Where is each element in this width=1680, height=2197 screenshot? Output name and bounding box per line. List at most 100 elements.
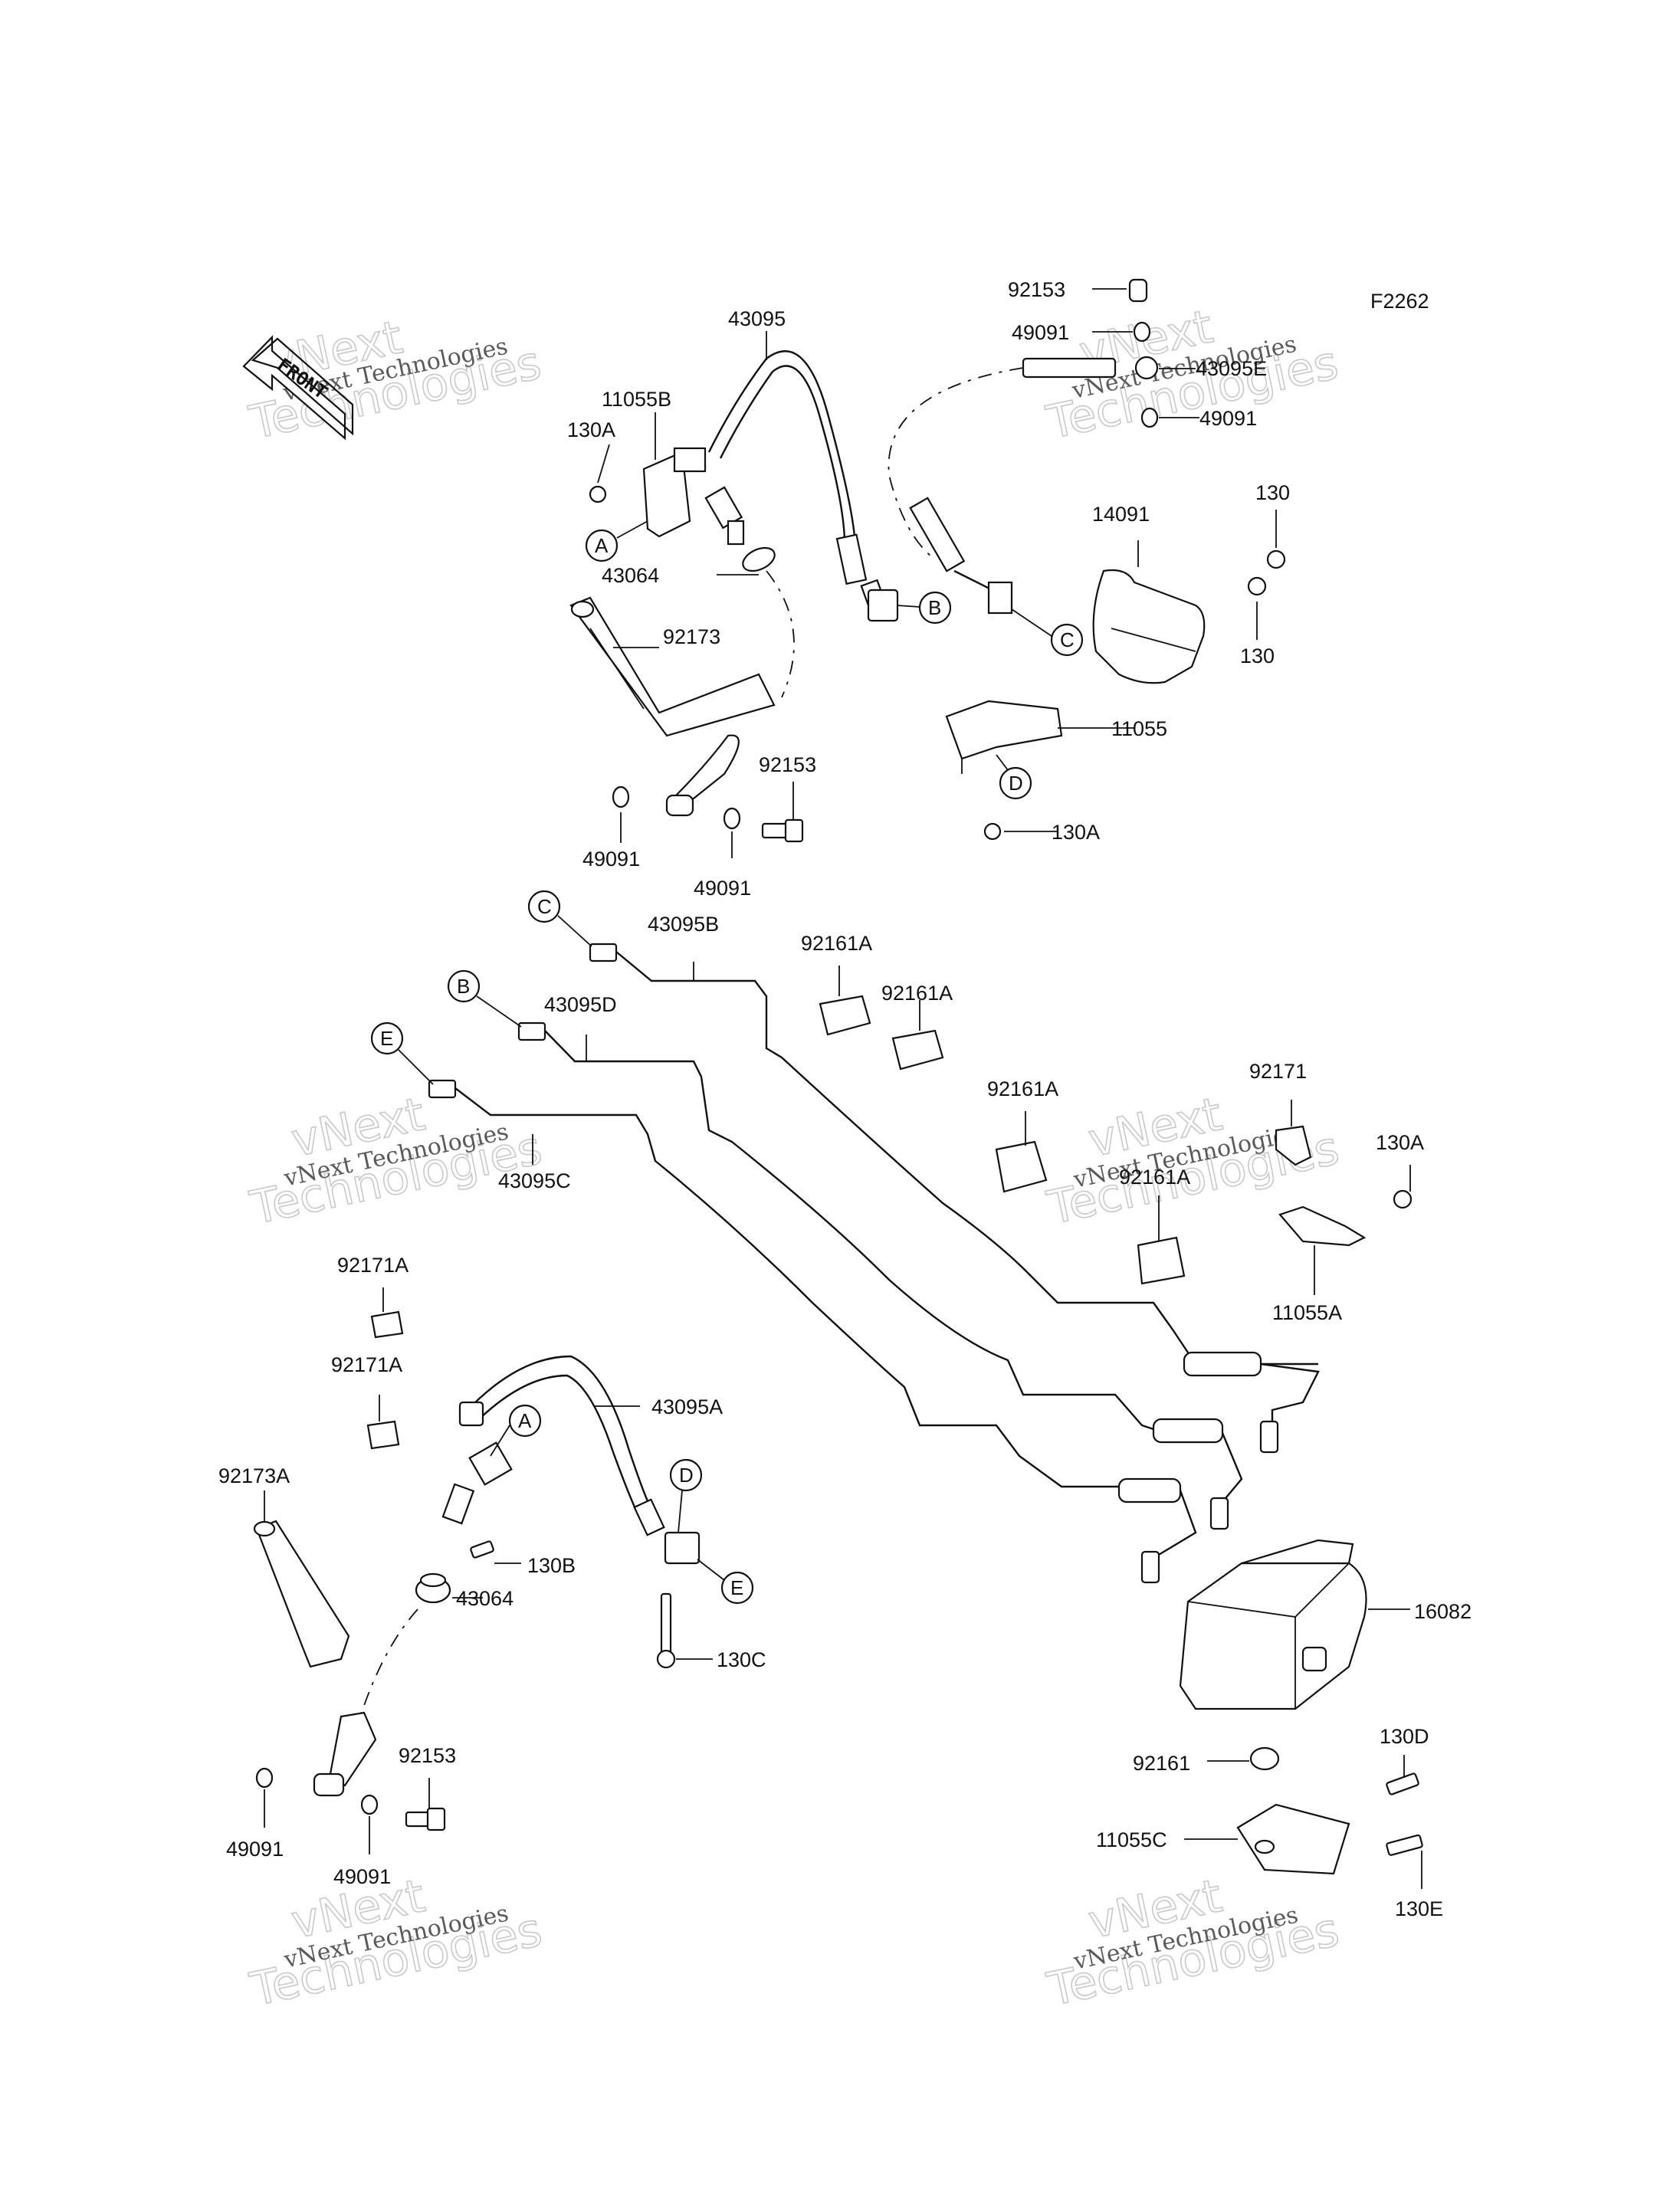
callouts: A B C D C B E	[370, 520, 1084, 1605]
hose-path-guide	[888, 367, 1024, 560]
label-92161a: 92161A	[801, 932, 872, 955]
grommet-43064-bottom	[415, 1572, 451, 1604]
callout-e-bottom: E	[697, 1559, 754, 1605]
callout-e-mid: E	[370, 1021, 434, 1085]
label-130d: 130D	[1380, 1725, 1429, 1748]
label-130e: 130E	[1395, 1897, 1443, 1920]
label-11055b: 11055B	[602, 388, 671, 411]
leader-lines	[264, 288, 1422, 1889]
bolt-130c	[656, 1592, 676, 1669]
figure-code: F2262	[1370, 290, 1429, 313]
clip-92171a-b	[366, 1420, 400, 1450]
label-49091: 49091	[694, 877, 751, 900]
abs-unit-16082	[1179, 1539, 1367, 1710]
callout-b-mid: B	[447, 969, 522, 1028]
label-49091: 49091	[582, 848, 640, 871]
callout-e-label: E	[730, 1576, 743, 1599]
label-43095e: 43095E	[1196, 357, 1267, 380]
hose-43095e-pipe	[909, 497, 1013, 615]
label-43095: 43095	[728, 307, 786, 330]
label-16082: 16082	[1414, 1600, 1472, 1623]
callout-a-top: A	[585, 520, 648, 562]
label-49091: 49091	[1012, 321, 1069, 344]
label-14091: 14091	[1092, 503, 1150, 526]
label-11055: 11055	[1111, 717, 1167, 740]
label-49091: 49091	[226, 1838, 284, 1861]
label-130a: 130A	[1052, 821, 1100, 844]
clip-92171a-a	[370, 1310, 404, 1339]
bolt-130a-b	[983, 822, 1002, 841]
hose-43095e-fitting	[1022, 356, 1159, 380]
bolt-130-a	[1266, 549, 1286, 569]
callout-c-label: C	[537, 895, 552, 918]
label-11055a: 11055A	[1272, 1301, 1342, 1324]
washer-49091-c	[612, 785, 630, 808]
label-11055c: 11055C	[1096, 1828, 1167, 1851]
label-92171: 92171	[1249, 1060, 1307, 1083]
label-130b: 130B	[527, 1554, 576, 1577]
bolt-92153-c	[405, 1807, 446, 1831]
washer-49091-a	[1133, 321, 1151, 343]
bolt-130a-a	[589, 485, 607, 503]
callout-b-label: B	[928, 596, 941, 619]
washer-49091-b	[1140, 407, 1159, 428]
label-43095d: 43095D	[544, 993, 617, 1016]
callout-d-top: D	[996, 754, 1032, 800]
clip-92171	[1275, 1125, 1312, 1166]
hose-43095	[707, 350, 891, 620]
callout-b-label: B	[457, 975, 470, 998]
pipe-43095d	[517, 1021, 1166, 1435]
pipe-43095c	[428, 1079, 1127, 1488]
label-43064: 43064	[602, 564, 659, 587]
bolt-130-b	[1247, 576, 1267, 596]
callout-c-mid: C	[527, 890, 592, 947]
hose-path-guide	[766, 570, 795, 698]
bracket-11055a	[1278, 1205, 1367, 1247]
label-49091: 49091	[333, 1865, 391, 1888]
watermark-mid-left: vNext Technologies vNext Technologies	[245, 1087, 547, 1236]
label-92161a: 92161A	[1119, 1166, 1190, 1189]
clamp-92161a-b	[891, 1029, 944, 1071]
cover-14091	[1092, 569, 1206, 684]
callout-d-bottom: D	[669, 1458, 703, 1533]
clamp-92161a-a	[819, 995, 871, 1036]
label-92153: 92153	[399, 1744, 456, 1767]
washer-49091-d	[723, 807, 741, 830]
label-92173a: 92173A	[218, 1464, 290, 1487]
label-92161a: 92161A	[987, 1077, 1058, 1100]
bracket-11055	[945, 700, 1063, 774]
callout-e-label: E	[380, 1027, 393, 1050]
junction-block-b	[867, 589, 899, 622]
label-92173: 92173	[663, 625, 720, 648]
washer-49091-f	[360, 1794, 379, 1815]
clamp-92161a-c	[995, 1140, 1048, 1193]
bolt-130a-c	[1393, 1189, 1413, 1209]
label-49091: 49091	[1199, 407, 1257, 430]
label-92161a: 92161A	[881, 982, 953, 1005]
label-43095b: 43095B	[648, 913, 719, 936]
washer-49091-e	[255, 1767, 274, 1789]
bracket-11055c	[1236, 1803, 1350, 1875]
label-92161: 92161	[1133, 1752, 1190, 1775]
bolt-92153-a	[1128, 278, 1148, 303]
label-130a: 130A	[1376, 1131, 1424, 1154]
pipe-43095b	[589, 943, 1318, 1366]
label-43064: 43064	[456, 1587, 514, 1610]
grommet-92161	[1249, 1746, 1280, 1771]
callout-a-bottom: A	[490, 1404, 542, 1457]
bolt-130b	[470, 1540, 494, 1559]
bracket-92173	[569, 596, 776, 737]
pipe-fittings-lower	[1117, 1351, 1320, 1584]
label-130a: 130A	[567, 418, 615, 441]
bolt-130e	[1386, 1834, 1423, 1856]
hose-path-guide	[359, 1608, 418, 1717]
callout-a-label: A	[595, 534, 609, 557]
bolt-130d	[1386, 1772, 1419, 1795]
bracket-11055b	[642, 447, 707, 538]
label-130: 130	[1240, 644, 1275, 667]
callout-b-top: B	[896, 591, 952, 625]
part-labels: 92153 49091 43095E 49091 43095 11055B 13…	[218, 278, 1472, 1920]
watermark-bottom-right: vNext Technologies vNext Technologies	[1042, 1868, 1344, 2018]
callout-c-label: C	[1060, 628, 1075, 651]
